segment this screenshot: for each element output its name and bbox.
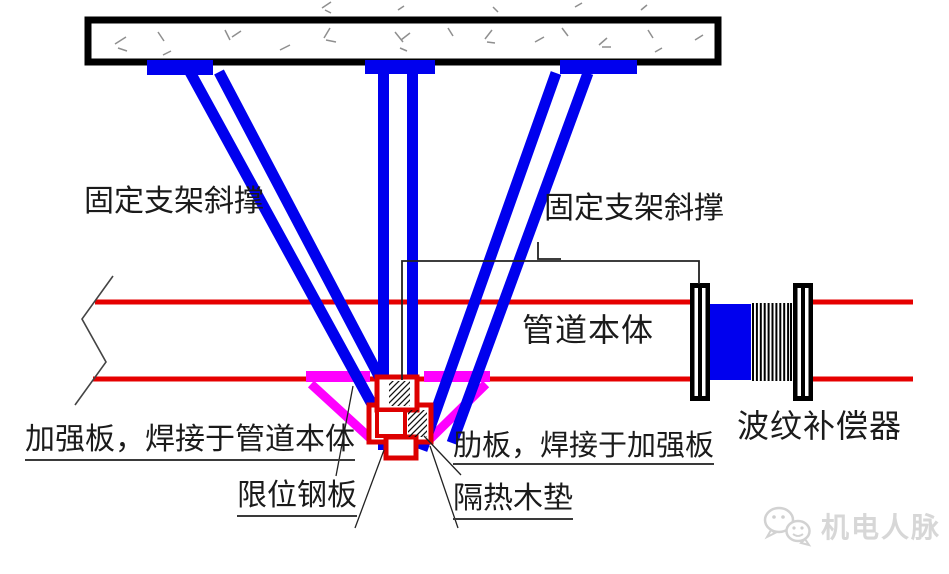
wechat-chat-bubbles-icon [763, 506, 812, 547]
anchor-plates [147, 60, 637, 75]
label-pipe-body: 管道本体 [522, 311, 655, 349]
leader-lines [335, 242, 700, 529]
label-fixed-support-brace-left: 固定支架斜撑 [84, 184, 264, 219]
watermark-brand-text: 机电人脉 [821, 511, 942, 544]
label-reinforcement-plate: 加强板，焊接于管道本体 [25, 424, 355, 461]
bellows-compensator [690, 283, 813, 401]
label-limit-steel-plate: 限位钢板 [237, 480, 357, 517]
wood-pad-hatch-top [389, 381, 410, 406]
rib-plate-hatch-right [408, 410, 427, 437]
label-rib-plate: 肋板，焊接于加强板 [453, 430, 715, 466]
concrete-aggregate-marks [114, 1, 704, 56]
label-bellows-compensator: 波纹补偿器 [737, 407, 903, 445]
bellows-corrugations [752, 303, 792, 381]
label-fixed-support-brace-right: 固定支架斜撑 [544, 191, 724, 226]
limit-plate-frame [366, 374, 434, 461]
reinforcement-plate [306, 371, 490, 444]
ceiling-slab [84, 1, 722, 66]
compensator-body [710, 304, 751, 380]
label-insulating-wood-pad: 隔热木垫 [453, 483, 573, 520]
pipe-break-symbol [74, 275, 114, 406]
watermark: 机电人脉 [762, 505, 941, 547]
